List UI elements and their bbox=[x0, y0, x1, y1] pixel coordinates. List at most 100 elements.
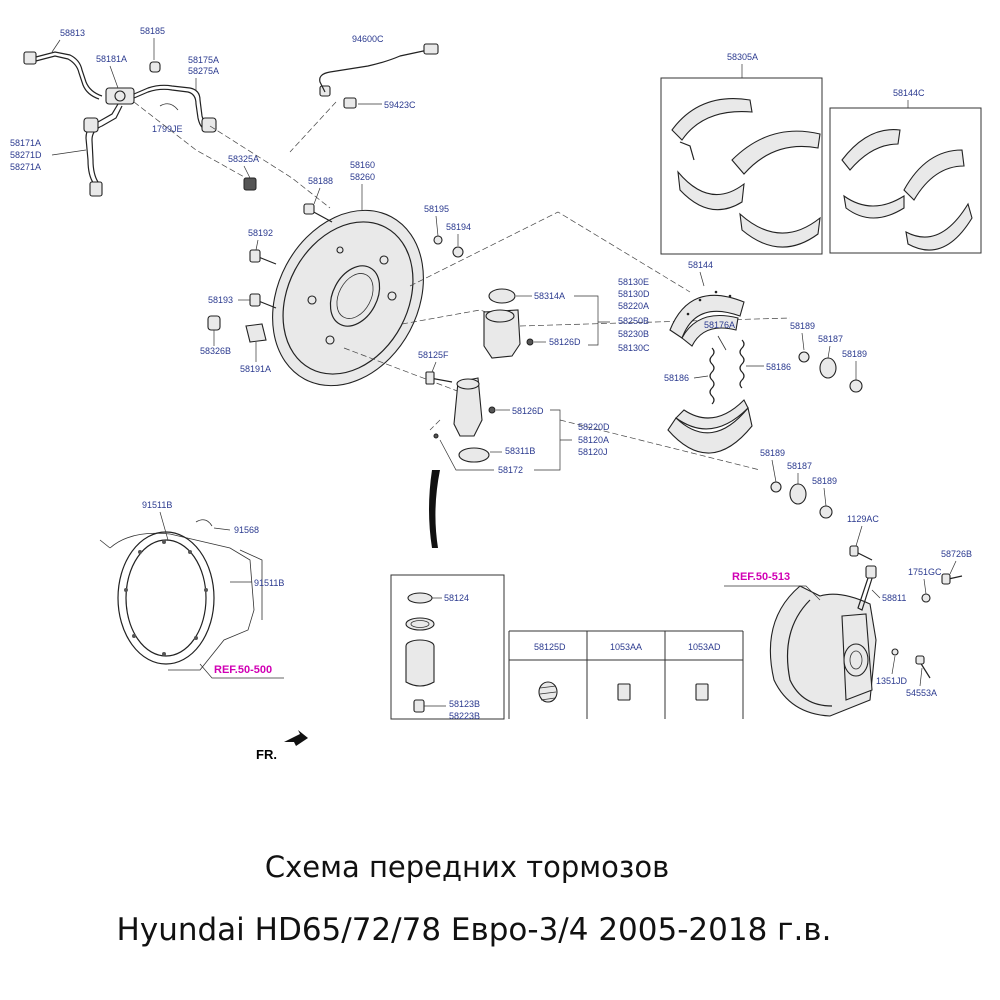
label-58130e: 58130E bbox=[618, 277, 649, 287]
label-58185: 58185 bbox=[140, 26, 165, 36]
ref-50-513-label[interactable]: REF.50-513 bbox=[732, 571, 790, 583]
return-springs bbox=[709, 335, 745, 405]
label-58120a: 58120A bbox=[578, 435, 609, 445]
label-58176a: 58176A bbox=[704, 320, 735, 330]
label-1751gc: 1751GC bbox=[908, 567, 942, 577]
label-1351jd: 1351JD bbox=[876, 676, 908, 686]
label-58189-a: 58189 bbox=[790, 321, 815, 331]
spring-part-icon bbox=[538, 681, 558, 703]
label-58181a: 58181A bbox=[96, 54, 127, 64]
label-91568: 91568 bbox=[234, 525, 259, 535]
label-58250b: 58250B bbox=[618, 316, 649, 326]
label-58189-b: 58189 bbox=[842, 349, 867, 359]
label-58189-d: 58189 bbox=[812, 476, 837, 486]
clip-part-icon bbox=[617, 683, 631, 701]
label-58144c: 58144C bbox=[893, 88, 925, 98]
label-58194: 58194 bbox=[446, 222, 471, 232]
backing-plate-labels: 58325A 58160 58260 58188 58195 58194 581… bbox=[200, 154, 471, 374]
label-58195: 58195 bbox=[424, 204, 449, 214]
label-91511b-top: 91511B bbox=[142, 500, 172, 510]
lower-wheel-cylinder bbox=[425, 371, 496, 463]
label-58130d: 58130D bbox=[618, 289, 650, 299]
axle-housing bbox=[99, 519, 263, 671]
label-58125f: 58125F bbox=[418, 350, 449, 360]
wear-sensor-wire bbox=[319, 49, 429, 93]
label-54553a: 54553A bbox=[906, 688, 937, 698]
label-58192: 58192 bbox=[248, 228, 273, 238]
shoe-labels: 58144 58176A 58186 58186 58189 58187 581… bbox=[664, 260, 867, 507]
label-58130c: 58130C bbox=[618, 343, 650, 353]
label-58260: 58260 bbox=[350, 172, 375, 182]
table-header-1053ad: 1053AD bbox=[688, 642, 721, 652]
label-58126d-lower: 58126D bbox=[512, 406, 544, 416]
label-58275a: 58275A bbox=[188, 66, 219, 76]
clip-part-icon-2 bbox=[695, 683, 709, 701]
label-58220a: 58220A bbox=[618, 301, 649, 311]
label-58271d: 58271D bbox=[10, 150, 42, 160]
label-58305a: 58305A bbox=[727, 52, 758, 62]
lower-brake-shoe bbox=[667, 399, 753, 454]
caption-line-1: Схема передних тормозов bbox=[265, 850, 669, 884]
label-58311b: 58311B bbox=[505, 446, 535, 456]
backing-plate-hardware bbox=[207, 177, 464, 343]
label-58314a: 58314A bbox=[534, 291, 565, 301]
shoe-hold-hardware bbox=[770, 351, 863, 519]
label-58123b: 58123B bbox=[449, 699, 480, 709]
label-58186-right: 58186 bbox=[766, 362, 791, 372]
small-parts-table: 58125D 1053AA 1053AD bbox=[508, 630, 744, 719]
label-58144: 58144 bbox=[688, 260, 713, 270]
label-58326b: 58326B bbox=[200, 346, 231, 356]
lower-cylinder-labels: 58125F 58126D 58311B 58172 58220D 58120A… bbox=[418, 350, 610, 475]
lining-kit-box: 58144C bbox=[829, 88, 982, 254]
pipe-labels: 58813 58185 58181A 58175A 58275A 1799JE … bbox=[10, 26, 416, 172]
label-58175a: 58175A bbox=[188, 55, 219, 65]
ref-50-500-label[interactable]: REF.50-500 bbox=[214, 664, 272, 676]
label-58230b: 58230B bbox=[618, 329, 649, 339]
label-1799je: 1799JE bbox=[152, 124, 183, 134]
shoe-kit-box: 58305A bbox=[660, 52, 823, 255]
knuckle-labels: 1129AC 58726B 1751GC 58811 1351JD 54553A… bbox=[724, 514, 972, 698]
label-58187-b: 58187 bbox=[787, 461, 812, 471]
upper-wheel-cylinder bbox=[483, 288, 534, 359]
backing-plate bbox=[272, 209, 424, 387]
table-header-58125d: 58125D bbox=[534, 642, 566, 652]
label-58193: 58193 bbox=[208, 295, 233, 305]
label-1129ac: 1129AC bbox=[847, 514, 879, 524]
label-58325a: 58325A bbox=[228, 154, 259, 164]
caption: Схема передних тормозов Hyundai HD65/72/… bbox=[117, 850, 832, 948]
label-58126d-upper: 58126D bbox=[549, 337, 581, 347]
label-58189-c: 58189 bbox=[760, 448, 785, 458]
label-58191a: 58191A bbox=[240, 364, 271, 374]
label-58124: 58124 bbox=[444, 593, 469, 603]
label-58271a: 58271A bbox=[10, 162, 41, 172]
label-58172: 58172 bbox=[498, 465, 523, 475]
bleeder-cap bbox=[149, 61, 161, 73]
dust-cover-knuckle bbox=[769, 545, 963, 717]
label-58811: 58811 bbox=[882, 593, 906, 603]
label-91511b-side: 91511B bbox=[254, 578, 284, 588]
front-label: FR. bbox=[256, 747, 277, 762]
upper-cylinder-labels: 58314A 58126D 58130E 58130D 58220A 58250… bbox=[516, 277, 650, 353]
label-58171a: 58171A bbox=[10, 138, 41, 148]
caption-line-2: Hyundai HD65/72/78 Евро-3/4 2005-2018 г.… bbox=[117, 912, 832, 948]
label-58160: 58160 bbox=[350, 160, 375, 170]
label-58186-left: 58186 bbox=[664, 373, 689, 383]
clip-1799je bbox=[159, 103, 179, 111]
label-58813: 58813 bbox=[60, 28, 85, 38]
label-58223b: 58223B bbox=[449, 711, 480, 721]
label-94600c: 94600C bbox=[352, 34, 384, 44]
label-58220d: 58220D bbox=[578, 422, 610, 432]
detail-pointer-arrow bbox=[429, 470, 440, 548]
label-58120j: 58120J bbox=[578, 447, 608, 457]
brake-pipe-assembly bbox=[23, 43, 439, 197]
axle-labels: 91511B 91568 91511B REF.50-500 bbox=[142, 500, 284, 679]
label-58188: 58188 bbox=[308, 176, 333, 186]
label-58726b: 58726B bbox=[941, 549, 972, 559]
table-header-1053aa: 1053AA bbox=[610, 642, 642, 652]
label-59423c: 59423C bbox=[384, 100, 416, 110]
upper-brake-shoe bbox=[669, 290, 745, 347]
front-arrow-icon bbox=[284, 730, 308, 746]
label-58187-a: 58187 bbox=[818, 334, 843, 344]
front-direction-indicator: FR. bbox=[256, 730, 308, 762]
